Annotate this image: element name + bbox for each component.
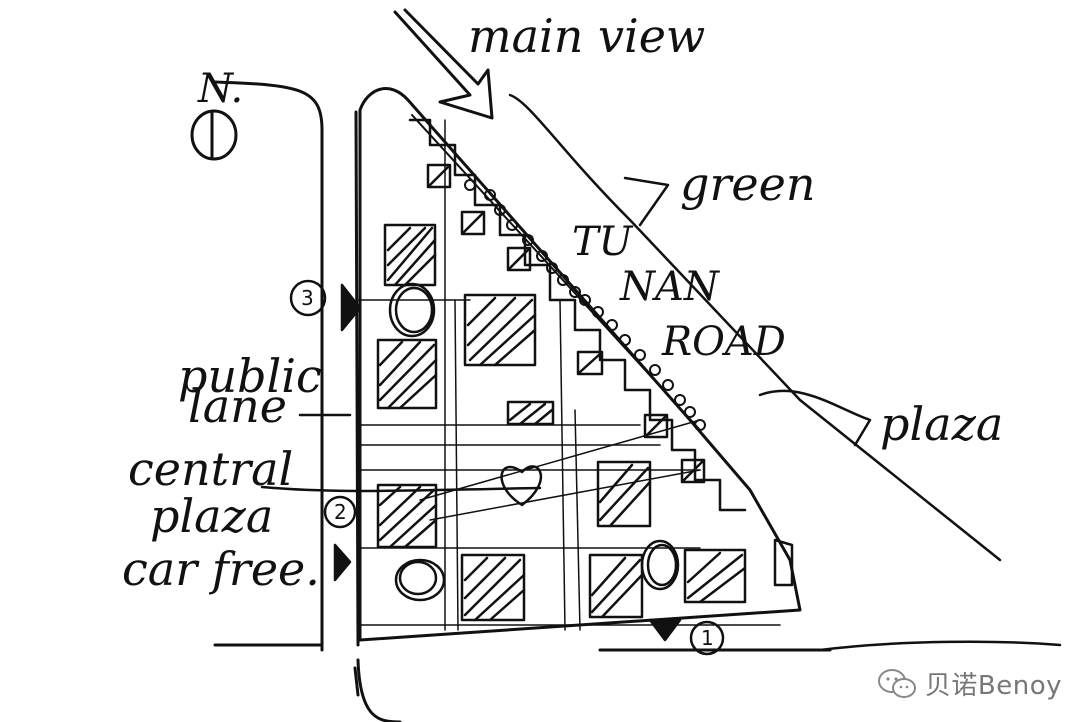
leader-lines <box>260 176 872 493</box>
wechat-bubble-icon <box>877 668 916 698</box>
green-label: green <box>680 157 816 211</box>
streets <box>213 80 1062 722</box>
block-e <box>596 460 652 528</box>
north-arrow: N. <box>190 66 243 161</box>
north-label: N. <box>197 66 243 112</box>
marker-1-label: 1 <box>701 626 714 650</box>
marker-1: 1 <box>689 620 725 656</box>
public-lane-label-1: public <box>178 349 322 403</box>
block-nw <box>383 223 437 287</box>
main-view-arrow <box>393 8 494 120</box>
building-blocks <box>376 118 747 622</box>
road-label-2: NAN <box>619 264 721 310</box>
marker-3: 3 <box>289 279 327 317</box>
block-se <box>683 548 747 604</box>
central-plaza-label-2: plaza <box>150 489 273 543</box>
block-w <box>376 338 438 410</box>
road-label-3: ROAD <box>661 319 786 365</box>
block-s1 <box>460 553 526 622</box>
main-view-label: main view <box>468 9 705 63</box>
road-label-1: TU <box>572 219 634 265</box>
block-mid <box>506 400 555 426</box>
block-center <box>463 293 537 367</box>
plaza-right-label: plaza <box>880 397 1003 451</box>
marker-2-label: 2 <box>334 500 347 524</box>
central-plaza-label-1: central <box>128 442 293 496</box>
block-s2 <box>588 553 644 619</box>
entrance-marks <box>333 283 794 642</box>
marker-2: 2 <box>323 495 357 529</box>
watermark-text: 贝诺Benoy <box>924 671 1062 701</box>
plaza-circles <box>388 282 680 602</box>
central-plaza-label-3: car free. <box>122 542 320 596</box>
stepped-frontage <box>408 118 747 512</box>
internal-lanes <box>357 119 781 631</box>
heart-icon <box>500 465 543 507</box>
block-sw <box>376 483 438 549</box>
marker-3-label: 3 <box>301 286 314 310</box>
public-lane-label-2: lane <box>188 379 287 433</box>
watermark: 贝诺Benoy <box>877 665 1062 702</box>
tree-row <box>464 179 706 431</box>
